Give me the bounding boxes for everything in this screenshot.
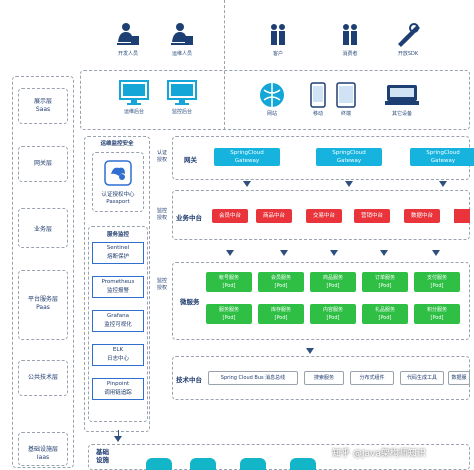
arrow-micro <box>306 348 314 354</box>
business-item-data: 数据中台 <box>404 209 440 223</box>
business-item-more <box>454 209 470 223</box>
auth-label-micro: 监控 授权 <box>156 278 167 291</box>
infra-icon-4 <box>290 458 316 470</box>
tech-item-distributed: 分布式组件 <box>350 371 394 385</box>
layer-label-gateway: 网关层 <box>33 160 52 167</box>
layer-label-paas: 平台服务层 Paas <box>27 296 58 311</box>
arrow-biz-4 <box>380 250 388 256</box>
monitor-title: 服务监控 <box>106 232 129 238</box>
arrow-biz-1 <box>226 250 234 256</box>
business-item-marketing: 营销中台 <box>354 209 390 223</box>
tech-item-search: 搜索服务 <box>304 371 344 385</box>
svc-service: 服务服务[Pod] <box>206 304 252 324</box>
micro-title: 微服务 <box>180 298 200 306</box>
arrow-gw-3 <box>439 181 447 187</box>
monitor-icon <box>119 80 149 105</box>
device-monitor-console: 监控后台 <box>164 80 200 115</box>
saas-band <box>80 70 470 130</box>
monitor-icon <box>167 80 197 105</box>
phone-icon <box>310 82 326 108</box>
business-title: 业务中台 <box>176 214 202 222</box>
customer-icon <box>271 24 285 45</box>
tech-title: 技术中台 <box>176 376 202 384</box>
tech-item-data: 数据服 <box>448 371 470 385</box>
arrow-gw-1 <box>243 181 251 187</box>
business-item-trade: 交易中台 <box>306 209 342 223</box>
layer-label-business: 业务层 <box>33 226 52 233</box>
svc-points: 积分服务[Pod] <box>414 304 460 324</box>
ops-column <box>84 136 150 432</box>
gateway-item-2: SpringCloud Gateway <box>316 148 382 166</box>
layer-label-common-tech: 公共技术层 <box>27 374 58 381</box>
layer-sep-6 <box>18 432 68 466</box>
persona-developer: 开发人员 <box>108 22 148 57</box>
device-mobile: 移动 <box>300 82 336 117</box>
svc-content: 内容服务[Pod] <box>310 304 356 324</box>
device-icon <box>385 85 419 105</box>
consumer-icon <box>343 24 357 45</box>
device-website: 网站 <box>254 82 290 117</box>
layer-sep-3 <box>18 208 68 248</box>
device-other: 其它设备 <box>384 82 420 117</box>
gateway-title: 网关 <box>184 156 197 164</box>
gateway-item-3: SpringCloud Gateway <box>410 148 474 166</box>
passport-label: 认证授权中心 Passport <box>101 192 135 205</box>
arrow-biz-3 <box>330 250 338 256</box>
tools-icon <box>398 23 420 47</box>
svc-member: 会员服务[Pod] <box>258 272 304 292</box>
arrow-biz-2 <box>280 250 288 256</box>
layer-sep-2 <box>18 146 68 182</box>
layer-sep-4 <box>18 270 68 340</box>
svc-product: 商品服务[Pod] <box>310 272 356 292</box>
layer-sep-5 <box>18 360 68 396</box>
infra-title: 基础 设施 <box>96 448 109 464</box>
layer-label-iaas: 基础设施层 Iaas <box>27 446 58 461</box>
device-terminal: 终端 <box>328 82 364 117</box>
arrow-biz-5 <box>432 250 440 256</box>
passport-box <box>92 152 144 212</box>
monitor-box <box>88 226 148 422</box>
auth-label-gateway: 认证 授权 <box>156 150 167 163</box>
ops-person-icon <box>171 23 193 45</box>
arrow-gw-2 <box>345 181 353 187</box>
persona-consumer: 消费者 <box>330 22 370 57</box>
infra-icon-3 <box>240 458 266 470</box>
ops-connector <box>118 430 119 436</box>
svc-order: 订单服务[Pod] <box>362 272 408 292</box>
infra-icon-2 <box>190 458 216 470</box>
auth-label-business: 监控 授权 <box>156 208 167 221</box>
tech-item-bus: Spring Cloud Bus 消息总线 <box>208 371 298 385</box>
top-divider <box>224 0 225 130</box>
layer-sep-1 <box>18 88 68 124</box>
device-ops-console: 运维后台 <box>116 80 152 115</box>
svc-account: 帐号服务[Pod] <box>206 272 252 292</box>
svc-stock: 库存服务[Pod] <box>258 304 304 324</box>
business-item-product: 商品中台 <box>256 209 292 223</box>
passport-icon <box>104 160 132 186</box>
persona-ops: 运维人员 <box>162 22 202 57</box>
business-item-member: 会员中台 <box>212 209 248 223</box>
infra-icon-1 <box>146 458 172 470</box>
tech-item-codegen: 代码生成工具 <box>400 371 444 385</box>
micro-row <box>172 262 470 340</box>
ops-title: 运维监控安全 <box>100 141 134 147</box>
layer-column <box>12 76 74 468</box>
watermark: 知乎 @Java架构师知识 <box>332 449 426 459</box>
developer-icon <box>117 23 139 45</box>
globe-icon <box>260 83 284 107</box>
persona-sdk: 开放SDK <box>388 22 428 57</box>
persona-customer: 客户 <box>258 22 298 57</box>
svc-gift: 礼品服务[Pod] <box>362 304 408 324</box>
layer-label-saas: 展示层 Saas <box>33 98 52 113</box>
svc-pay: 支付服务[Pod] <box>414 272 460 292</box>
arrow-ops-down <box>114 436 122 442</box>
tablet-icon <box>336 82 356 108</box>
gateway-item-1: SpringCloud Gateway <box>214 148 280 166</box>
